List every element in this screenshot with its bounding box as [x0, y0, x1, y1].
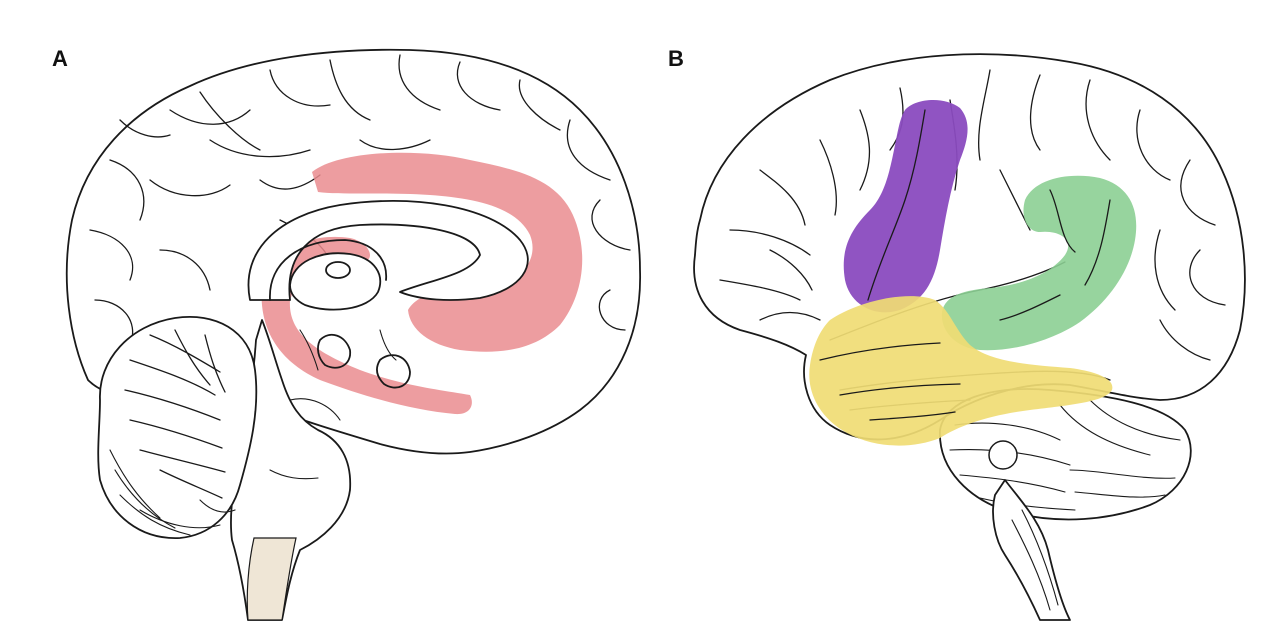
- panel-b-motor-strip: [843, 99, 968, 313]
- panel-b-label: B: [668, 46, 684, 71]
- panel-a-cerebellum: [97, 316, 258, 539]
- panel-a: A: [52, 46, 641, 621]
- panel-a-arbor-vitae: [109, 329, 236, 536]
- panel-a-spinal-cord-tint: [246, 537, 297, 621]
- panel-b-brainstem: [992, 479, 1071, 621]
- panel-b-hemisphere-outline: [693, 53, 1246, 441]
- panel-a-thalamus: [289, 252, 381, 311]
- panel-a-label: A: [52, 46, 68, 71]
- panel-a-massa-intermedia: [325, 261, 351, 279]
- panel-a-amygdala: [376, 354, 411, 389]
- panel-a-fornix: [269, 239, 387, 301]
- panel-b-temporal-region: [809, 296, 1113, 446]
- panel-a-limbic-region: [312, 152, 583, 352]
- panel-b-parietal-region: [941, 175, 1137, 351]
- panel-a-parahippocampal-region: [261, 236, 472, 415]
- panel-b-cerebellar-folia: [949, 399, 1181, 511]
- panel-a-hypothalamus: [317, 333, 351, 369]
- panel-a-corpus-callosum: [247, 200, 529, 301]
- panel-b: B: [668, 46, 1246, 621]
